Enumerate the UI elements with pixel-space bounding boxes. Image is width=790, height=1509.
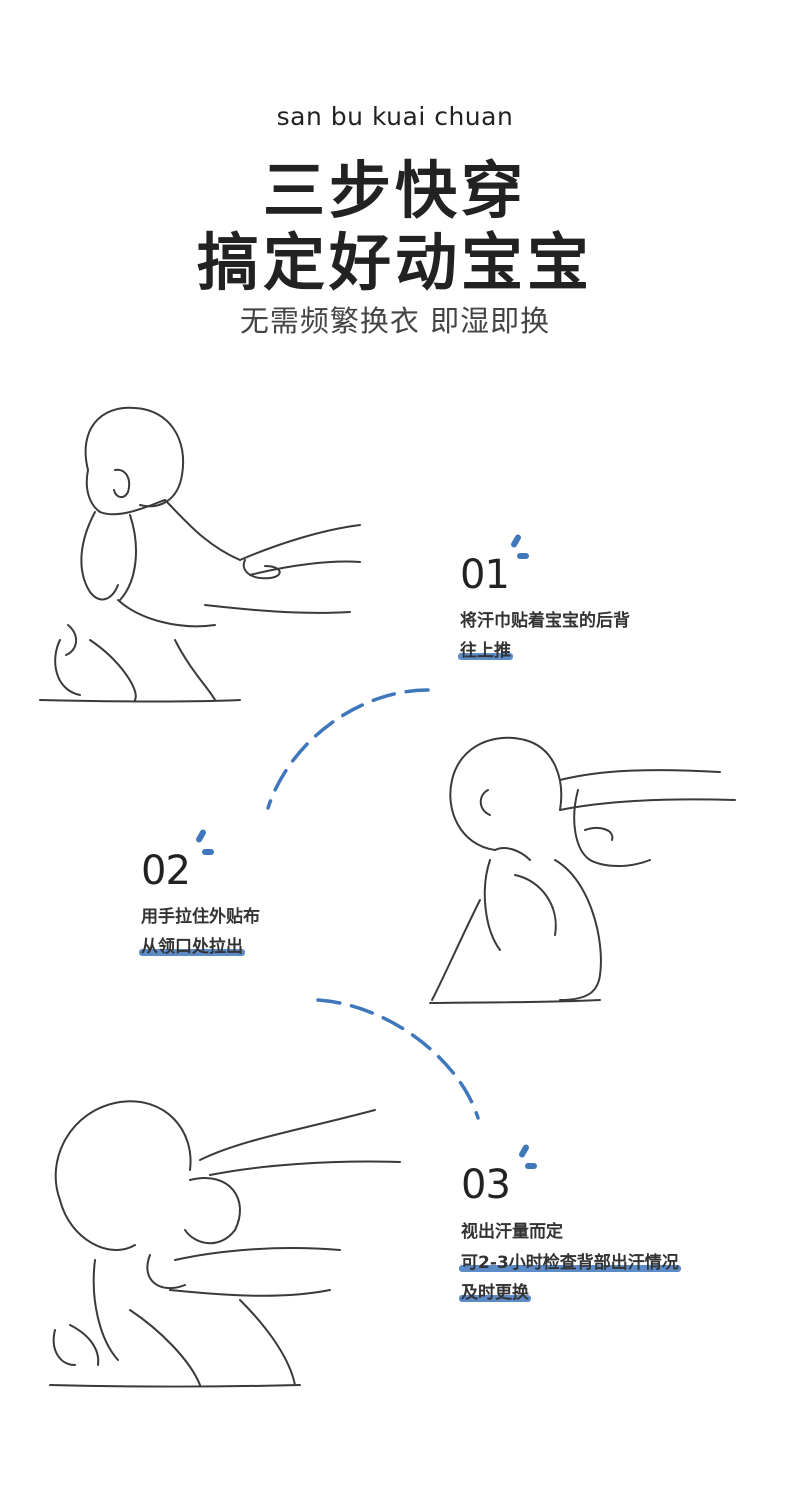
step1-illustration xyxy=(39,406,361,703)
step2-illustration xyxy=(429,736,736,1004)
subtitle: 无需频繁换衣 即湿即换 xyxy=(239,304,551,338)
step1-text-line1: 将汗巾贴着宝宝的后背 xyxy=(460,611,630,631)
step2-number: 02 xyxy=(141,848,191,894)
step3-sparkle xyxy=(519,1144,537,1169)
step2-text-line1: 用手拉住外贴布 xyxy=(141,907,260,927)
step3-illustration xyxy=(49,1100,401,1388)
step1-text-line2: 往上推 xyxy=(458,636,513,661)
connector-arc-1-2 xyxy=(266,688,430,810)
headline-line-2: 搞定好动宝宝 xyxy=(196,226,593,299)
step3-text-line2: 可2-3小时检查背部出汗情况 xyxy=(459,1248,681,1273)
pinyin-caption: san bu kuai chuan xyxy=(276,102,514,131)
headline-line-1: 三步快穿 xyxy=(262,154,527,227)
step3-text-line1: 视出汗量而定 xyxy=(461,1222,563,1242)
connector-arc-2-3 xyxy=(316,998,480,1120)
step3-number: 03 xyxy=(461,1162,511,1208)
step2-text-line2: 从领口处拉出 xyxy=(139,932,245,957)
step1-sparkle xyxy=(511,534,529,559)
step3-text-line3: 及时更换 xyxy=(459,1278,531,1303)
step2-sparkle xyxy=(196,829,214,855)
step1-number: 01 xyxy=(460,552,510,598)
